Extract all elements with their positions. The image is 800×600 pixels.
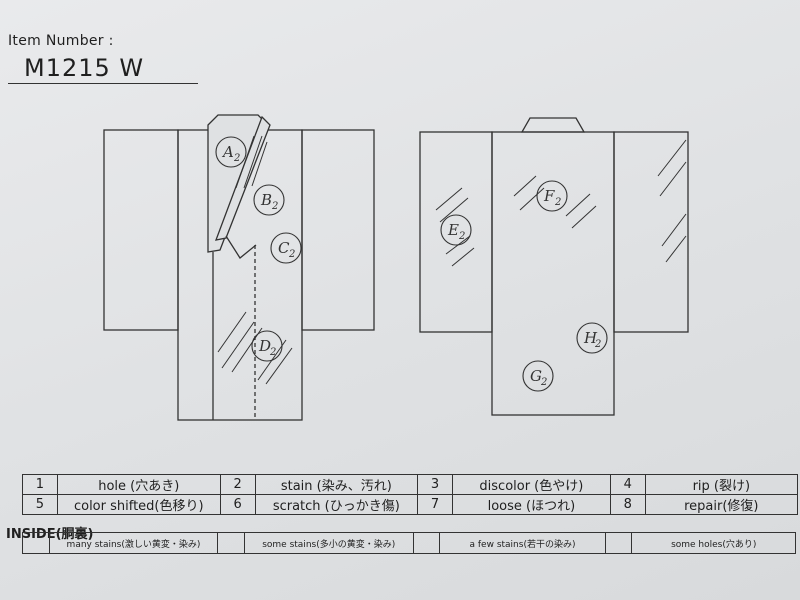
defect-subscript: 2: [458, 231, 465, 242]
inside-option: some stains(多小の黄変・染み): [243, 532, 414, 554]
back-right-sleeve: [613, 131, 689, 333]
legend-number: 3: [417, 474, 453, 495]
defect-letter: D: [258, 337, 271, 355]
defect-subscript: 2: [233, 153, 240, 164]
defect-circle: [536, 180, 568, 212]
defect-circle: [576, 322, 608, 354]
inside-option: many stains(激しい黄変・染み): [48, 532, 219, 554]
inside-checkbox: [412, 532, 441, 554]
inside-row: many stains(激しい黄変・染み) some stains(多小の黄変・…: [22, 532, 796, 554]
defect-letter: C: [278, 239, 290, 257]
defect-mark-d: D2: [251, 330, 283, 362]
defect-circle: [440, 214, 472, 246]
defect-letter: A: [221, 143, 234, 161]
defect-circle: [270, 232, 302, 264]
inside-option: a few stains(若干の染み): [439, 532, 606, 554]
back-view: [419, 117, 689, 416]
legend-label: scratch (ひっかき傷): [254, 494, 419, 515]
defect-letter: E: [447, 221, 459, 239]
item-number-value: M1215 W: [24, 54, 145, 82]
defect-subscript: 2: [288, 249, 295, 260]
legend-label: hole (穴あき): [56, 474, 221, 495]
legend-number: 1: [22, 474, 58, 495]
front-overlap-line: [225, 235, 257, 259]
defect-circle: [522, 360, 554, 392]
defect-subscript: 2: [269, 347, 276, 358]
legend-label: color shifted(色移り): [56, 494, 221, 515]
front-view: [103, 114, 375, 421]
legend-row: 1 hole (穴あき) 2 stain (染み、汚れ) 3 discolor …: [22, 474, 799, 495]
defect-legend-table: 1 hole (穴あき) 2 stain (染み、汚れ) 3 discolor …: [22, 474, 799, 515]
front-collar-inner: [214, 115, 271, 241]
defect-circle: [215, 136, 247, 168]
legend-number: 4: [609, 474, 646, 495]
defect-subscript: 2: [554, 197, 561, 208]
legend-number: 5: [22, 494, 58, 515]
legend-number: 8: [609, 494, 646, 515]
defect-subscript: 2: [594, 339, 601, 350]
defect-circle: [253, 184, 285, 216]
legend-label: stain (染み、汚れ): [254, 474, 419, 495]
inside-checkbox: [604, 532, 633, 554]
inside-condition-table: many stains(激しい黄変・染み) some stains(多小の黄変・…: [22, 532, 796, 554]
front-right-sleeve: [301, 129, 375, 331]
defect-letter: G: [530, 367, 542, 385]
defect-letter: F: [543, 187, 555, 205]
back-hatching: [435, 139, 687, 267]
defect-subscript: 2: [271, 201, 278, 212]
back-collar: [520, 117, 586, 133]
legend-row: 5 color shifted(色移り) 6 scratch (ひっかき傷) 7…: [22, 494, 799, 515]
legend-number: 7: [417, 494, 453, 515]
inside-checkbox: [22, 532, 50, 554]
front-left-sleeve: [103, 129, 179, 331]
legend-number: 6: [219, 494, 256, 515]
inside-option: some holes(穴あり): [631, 532, 796, 554]
legend-number: 2: [219, 474, 256, 495]
inside-checkbox: [217, 532, 245, 554]
legend-label: discolor (色やけ): [451, 474, 611, 495]
item-number-underline: [8, 83, 198, 84]
legend-label: loose (ほつれ): [451, 494, 611, 515]
defect-letter: H: [583, 329, 598, 347]
defect-circle: [251, 330, 283, 362]
defect-letter: B: [260, 191, 272, 209]
legend-label: rip (裂け): [644, 474, 799, 495]
defect-subscript: 2: [540, 377, 547, 388]
legend-label: repair(修復): [644, 494, 799, 515]
item-number-label: Item Number :: [8, 33, 114, 49]
defect-mark-h: H2: [576, 322, 608, 354]
